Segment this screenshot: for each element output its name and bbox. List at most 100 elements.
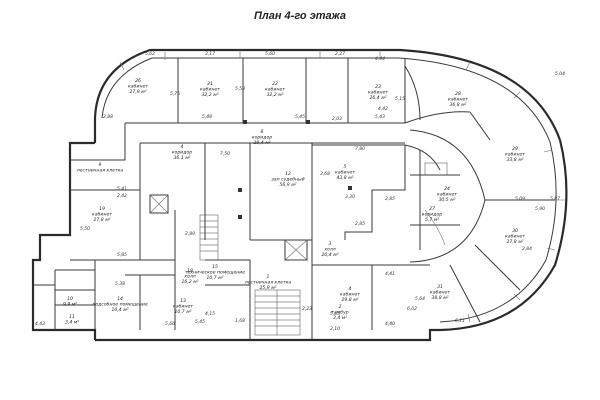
dimension-label: 5,38 bbox=[115, 281, 125, 287]
dimension-label: 2,85 bbox=[385, 196, 395, 202]
dimension-label: 6,02 bbox=[407, 306, 417, 312]
dimension-label: 5,58 bbox=[235, 86, 245, 92]
dimension-label: 1,68 bbox=[235, 318, 245, 324]
room-number: 1 bbox=[267, 274, 270, 280]
room-area: 10,7 м² bbox=[207, 275, 224, 281]
stair-left bbox=[199, 214, 219, 261]
dimension-label: 5,04 bbox=[555, 71, 565, 77]
room-area: 29,4 м² bbox=[254, 140, 271, 146]
room-number: 12 bbox=[285, 171, 291, 177]
room-area: 27,8 м² bbox=[507, 239, 524, 245]
room-area: 16,2 м² bbox=[182, 279, 199, 285]
room-area: 43,8 м² bbox=[337, 175, 354, 181]
room-name: кабинет bbox=[128, 84, 148, 90]
room-name: холл bbox=[183, 275, 195, 280]
room-name: кабинет bbox=[200, 87, 220, 93]
room-number: 11 bbox=[69, 314, 75, 320]
room-name: подсобное помещение bbox=[92, 302, 148, 308]
room-area: 5,7 м² bbox=[425, 217, 439, 223]
room-r10: 109,9 м² bbox=[63, 296, 77, 308]
dimension-label: 6,11 bbox=[455, 318, 465, 324]
dimension-label: 3,68 bbox=[320, 171, 330, 177]
room-number: 13 bbox=[180, 298, 186, 304]
room-name: кабинет bbox=[368, 90, 388, 96]
dimension-label: 5,76 bbox=[170, 91, 180, 97]
room-number: 29 bbox=[512, 146, 518, 152]
dimension-label: 2,03 bbox=[332, 116, 342, 122]
dimension-label: 5,66 bbox=[165, 321, 175, 327]
room-name: холл bbox=[323, 248, 335, 253]
outer-wall-left bbox=[31, 141, 97, 340]
dimension-label: 4,41 bbox=[385, 271, 395, 277]
room-number: 5 bbox=[344, 164, 347, 170]
room-number: 24 bbox=[444, 186, 450, 192]
dimension-label: 5,09 bbox=[515, 196, 525, 202]
dimension-label: 5,43 bbox=[330, 311, 340, 317]
room-name: кабинет bbox=[265, 87, 285, 93]
outer-wall-bottom bbox=[95, 328, 440, 342]
dimension-label: 5,62 bbox=[145, 51, 155, 57]
columns bbox=[238, 120, 352, 219]
room-name: коридор bbox=[252, 136, 272, 141]
room-number: 3 bbox=[329, 241, 332, 247]
room-number: 4 bbox=[349, 286, 352, 292]
room-area: 25,9 м² bbox=[260, 285, 277, 291]
dimension-label: 5,85 bbox=[117, 252, 127, 258]
dimension-label: 5,60 bbox=[265, 51, 275, 57]
dimension-label: 2,42 bbox=[117, 193, 127, 199]
dimension-label: 2,27 bbox=[335, 51, 345, 57]
dimension-label: 2,89 bbox=[185, 231, 195, 237]
dimension-label: 5,45 bbox=[295, 114, 305, 120]
room-name: тамбур bbox=[331, 310, 349, 316]
dimension-label: 5,45 bbox=[195, 319, 205, 325]
room-area: 10,4 м² bbox=[112, 307, 129, 313]
room-area: 30,5 м² bbox=[439, 197, 456, 203]
spiral-stair bbox=[424, 162, 448, 176]
outer-walls bbox=[31, 48, 568, 342]
stairs bbox=[149, 162, 448, 336]
center-rooms bbox=[140, 111, 555, 330]
dimension-label: 5,41 bbox=[117, 186, 127, 192]
lift-shaft-left bbox=[149, 194, 169, 214]
outer-wall-right-arc bbox=[439, 139, 568, 332]
room-area: 29,8 м² bbox=[342, 297, 359, 303]
room-number: 30 bbox=[512, 228, 518, 234]
room-area: 3,4 м² bbox=[65, 320, 79, 326]
room-area: 56,9 м² bbox=[280, 182, 297, 188]
room-name: коридор bbox=[172, 151, 192, 156]
dimension-label: 4,44 bbox=[375, 56, 385, 62]
room-area: 36,1 м² bbox=[174, 155, 191, 161]
dimension-label: 5,50 bbox=[80, 226, 90, 232]
room-name: техническое помещение bbox=[185, 271, 245, 276]
dimension-label: 2,10 bbox=[330, 326, 340, 332]
dimension-label: 3,17 bbox=[205, 51, 215, 57]
room-number: 27 bbox=[429, 206, 435, 212]
room-name: коридор bbox=[422, 213, 442, 218]
dimension-label: 5,15 bbox=[395, 96, 405, 102]
dimension-label: 4,43 bbox=[35, 321, 45, 327]
room-number: 23 bbox=[375, 84, 381, 90]
room-area: 10,7 м² bbox=[175, 309, 192, 315]
room-area: 27,9 м² bbox=[130, 89, 147, 95]
dimension-label: 2,85 bbox=[355, 221, 365, 227]
dimension-label: 4,42 bbox=[378, 106, 388, 112]
room-name: кабинет bbox=[505, 152, 525, 158]
room-r11: 113,4 м² bbox=[65, 314, 79, 326]
room-name: лестничная клетка bbox=[76, 169, 124, 174]
